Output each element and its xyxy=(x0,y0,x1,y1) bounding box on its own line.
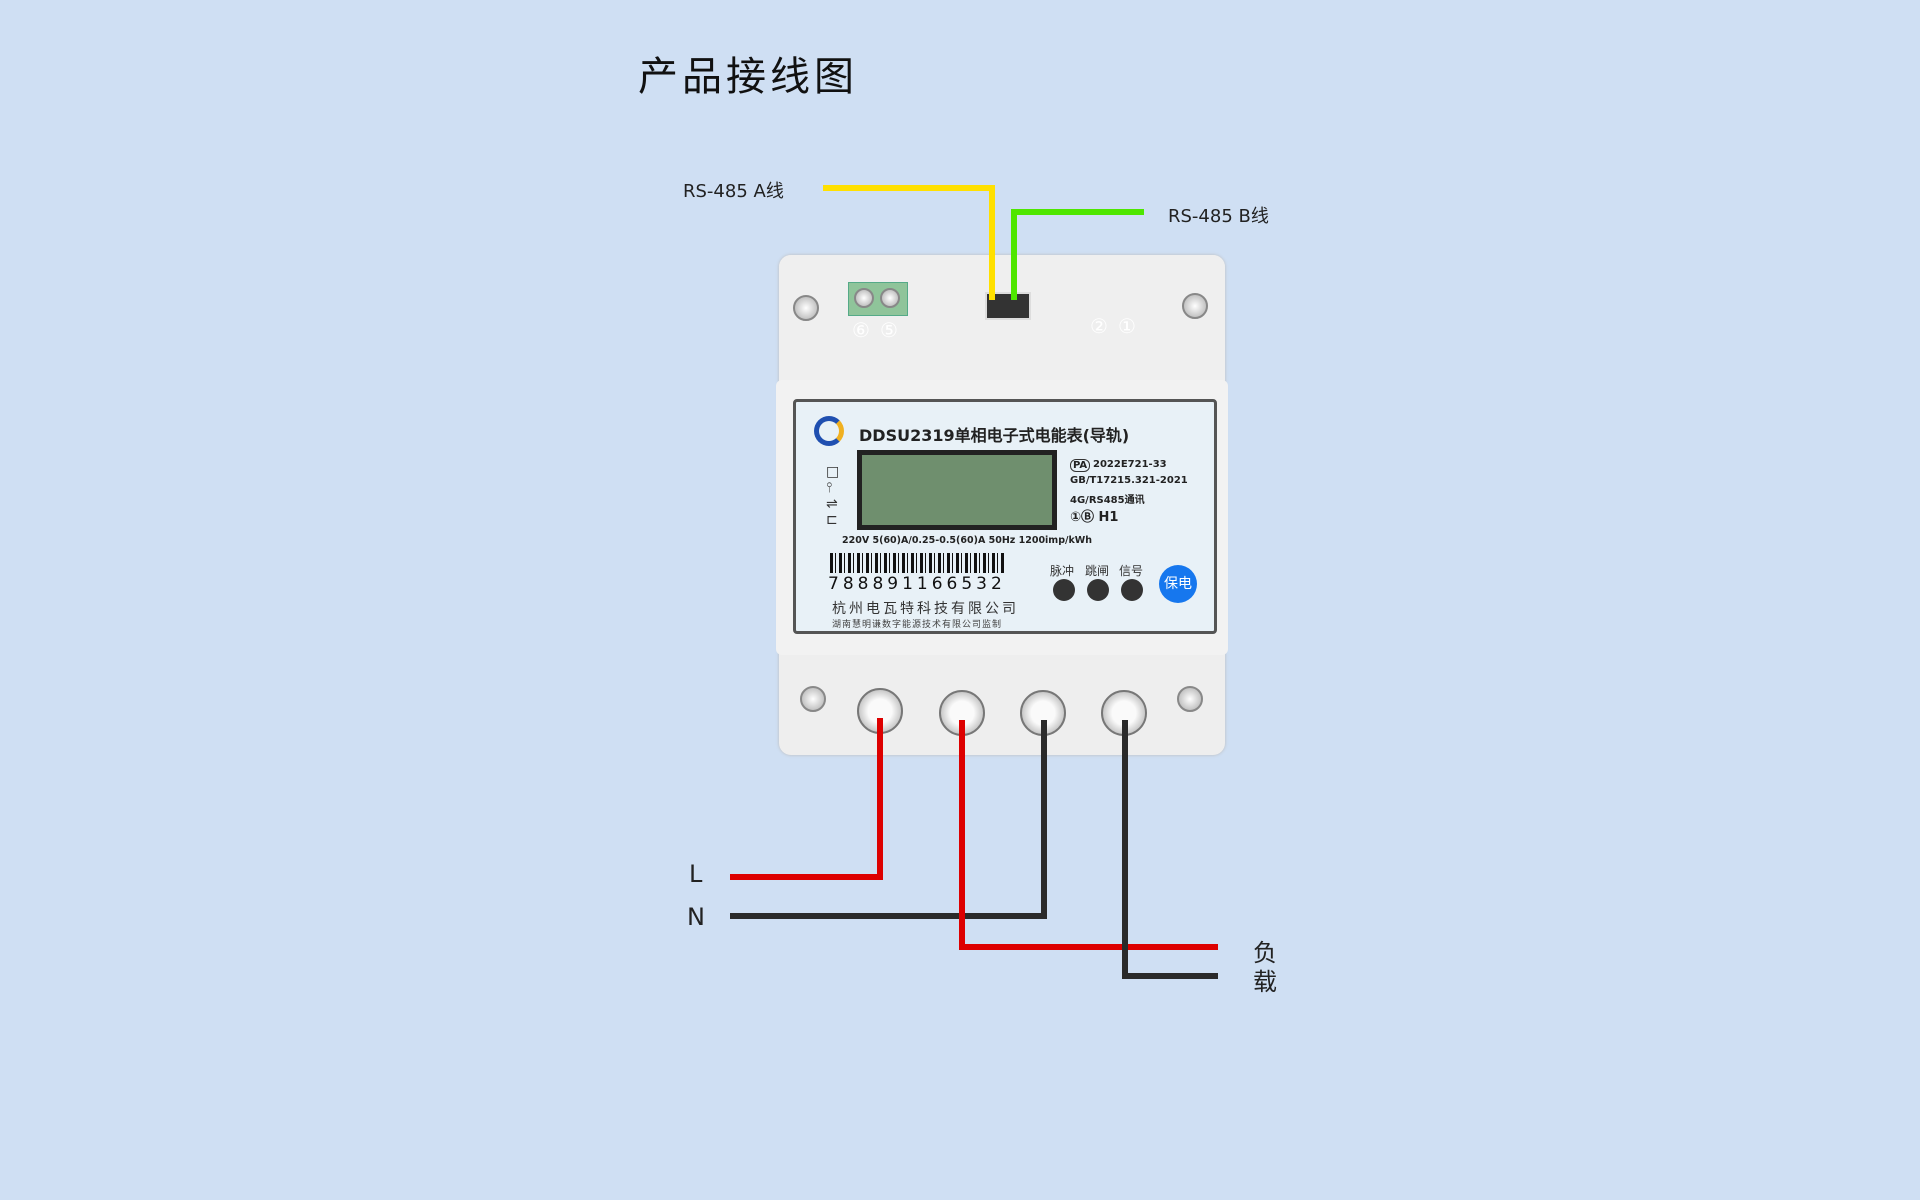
supervisor: 湖南慧明谦数字能源技术有限公司监制 xyxy=(832,620,1003,630)
lcd-display xyxy=(857,450,1057,530)
signal-led xyxy=(1121,579,1143,601)
page-title: 产品接线图 xyxy=(638,54,858,100)
neutral-in-wire xyxy=(730,720,1047,919)
cert-number: 2022E721-33 xyxy=(1093,459,1167,470)
trip-led xyxy=(1087,579,1109,601)
pa-mark: PA xyxy=(1070,459,1091,472)
rs485-b-label: RS-485 B线 xyxy=(1168,206,1269,227)
indicator-label-trip: 跳闸 xyxy=(1085,564,1110,578)
barcode xyxy=(830,553,1005,573)
rs485-b-wire xyxy=(1011,209,1144,300)
logo-icon xyxy=(814,416,844,446)
terminal-label-1: ① xyxy=(1118,314,1136,338)
live-load-wire xyxy=(959,720,1218,950)
load-label-2: 载 xyxy=(1253,968,1277,996)
screw-icon xyxy=(800,686,826,712)
live-label: L xyxy=(689,860,703,888)
live-in-wire xyxy=(730,718,883,880)
manufacturer: 杭州电瓦特科技有限公司 xyxy=(832,601,1019,617)
accuracy-class: ①Ⓑ H1 xyxy=(1070,510,1119,525)
load-label-1: 负 xyxy=(1253,939,1277,967)
screw-icon xyxy=(1182,293,1208,319)
neutral-load-wire xyxy=(1122,720,1218,979)
terminal-label-5: ⑤ xyxy=(880,318,898,342)
terminal-label-2: ② xyxy=(1090,314,1108,338)
indicator-label-signal: 信号 xyxy=(1119,564,1144,578)
neutral-label: N xyxy=(687,903,705,931)
terminal-screw xyxy=(880,288,900,308)
power-protect-badge: 保电 xyxy=(1159,565,1197,603)
screw-icon xyxy=(1177,686,1203,712)
meter-symbols-icon: □⫯⇌⊏ xyxy=(826,464,840,528)
pulse-led xyxy=(1053,579,1075,601)
indicator-label-pulse: 脉冲 xyxy=(1050,564,1075,578)
meter-model: DDSU2319单相电子式电能表(导轨) xyxy=(859,426,1130,445)
rs485-a-wire xyxy=(823,185,995,300)
rs485-a-label: RS-485 A线 xyxy=(683,181,784,202)
terminal-screw xyxy=(854,288,874,308)
serial-number: 788891166532 xyxy=(828,574,1006,594)
comm-type: 4G/RS485通讯 xyxy=(1070,495,1145,506)
rating-spec: 220V 5(60)A/0.25-0.5(60)A 50Hz 1200imp/k… xyxy=(842,535,1093,546)
standard: GB/T17215.321-2021 xyxy=(1070,475,1188,486)
screw-icon xyxy=(793,295,819,321)
terminal-label-6: ⑥ xyxy=(852,318,870,342)
